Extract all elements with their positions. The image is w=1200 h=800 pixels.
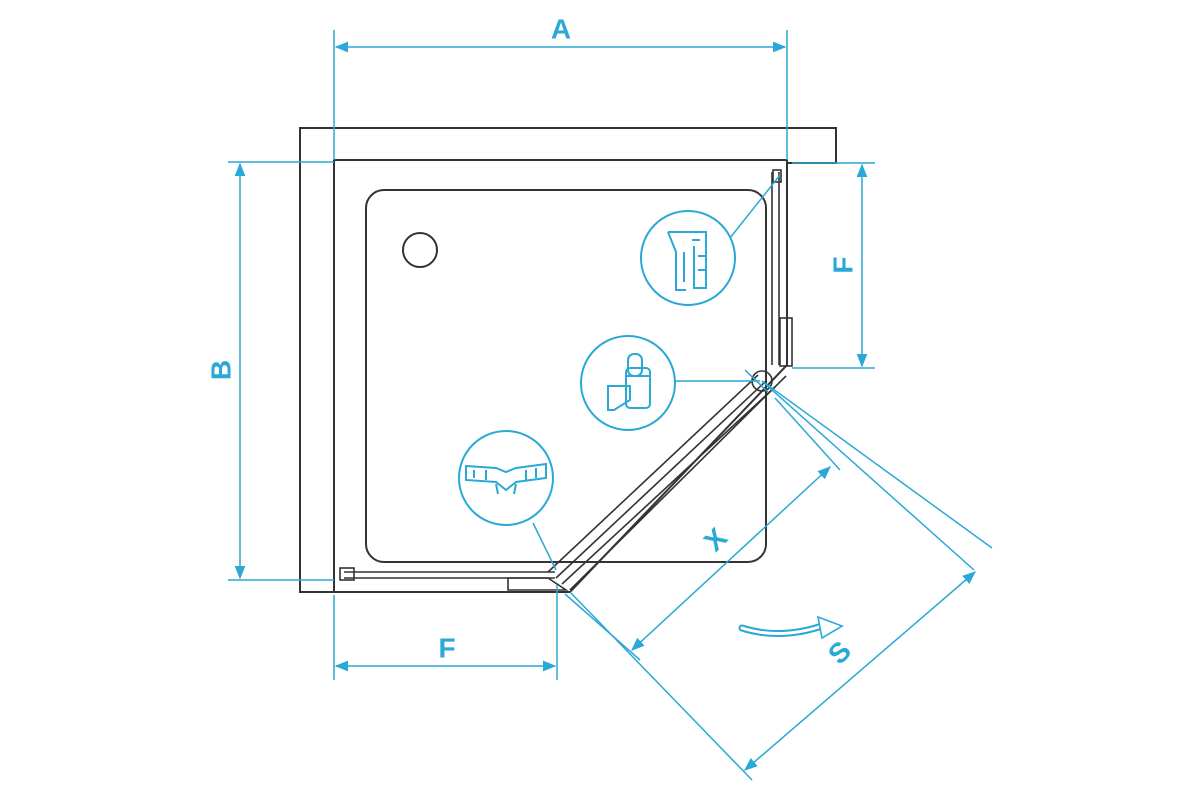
shower-tray [334,159,788,593]
dimension-x-line [631,466,831,651]
door-swing-arrow-icon [738,615,844,640]
label-f-bottom: F [438,632,455,663]
label-a: A [551,13,571,44]
hinge-bracket-icon [580,335,676,431]
label-x: X [698,522,733,557]
drain-icon [402,232,438,268]
wall-outline [299,127,837,593]
tray-basin [365,189,767,563]
dimension-s-line [743,571,977,771]
label-b: B [205,360,236,380]
label-f-right: F [827,256,858,273]
enclosure-outline [299,127,837,593]
dimension-lines [228,30,993,781]
label-s: S [822,635,857,670]
wall-profile-icon [640,210,736,306]
corner-profile-icon [458,430,554,526]
